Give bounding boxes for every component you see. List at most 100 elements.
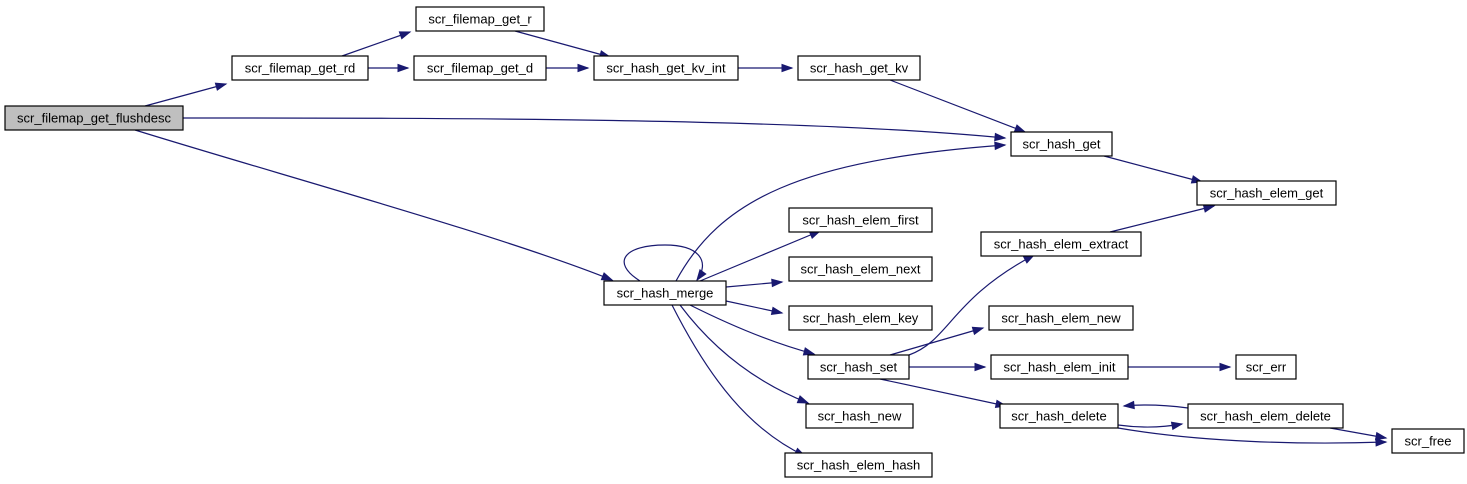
edge-elem-delete-to-free: [1329, 427, 1388, 441]
node-get-d[interactable]: scr_filemap_get_d: [413, 55, 547, 81]
node-free[interactable]: scr_free: [1391, 428, 1465, 454]
edge-line: [679, 304, 809, 404]
arrowhead-icon: [1013, 124, 1027, 133]
node-label: scr_filemap_get_r: [428, 12, 532, 27]
function-nodes: scr_filemap_get_flushdesc scr_filemap_get…: [4, 6, 1465, 478]
node-elem-extract[interactable]: scr_hash_elem_extract: [980, 231, 1142, 257]
node-label: scr_filemap_get_flushdesc: [17, 111, 171, 126]
edge-line: [889, 79, 1026, 133]
arrowhead-icon: [770, 306, 784, 316]
edge-merge-to-hash-set: [689, 304, 816, 356]
arrowhead-icon: [1202, 204, 1216, 213]
arrowhead-icon: [802, 347, 816, 356]
edge-hash-delete-to-elem-delete: [1117, 421, 1184, 431]
node-get-kv[interactable]: scr_hash_get_kv: [797, 55, 921, 81]
edge-merge-to-hash-new: [679, 304, 810, 404]
arrowhead-icon: [974, 362, 987, 372]
node-label: scr_hash_elem_extract: [994, 237, 1129, 252]
node-box: [988, 305, 1134, 331]
node-elem-first[interactable]: scr_hash_elem_first: [788, 207, 933, 233]
arrowhead-icon: [577, 63, 590, 73]
arrowhead-icon: [771, 278, 784, 288]
edge-line: [879, 378, 1007, 407]
node-get-r[interactable]: scr_filemap_get_r: [415, 6, 545, 32]
arrowhead-icon: [397, 63, 410, 73]
edge-line: [341, 31, 411, 57]
node-elem-new[interactable]: scr_hash_elem_new: [988, 305, 1134, 331]
node-label: scr_hash_get_kv_int: [606, 61, 726, 76]
arrowhead-icon: [1122, 400, 1135, 410]
edge-flushdesc-to-merge: [134, 129, 614, 281]
node-box: [603, 280, 727, 306]
node-box: [593, 55, 739, 81]
node-label: scr_hash_get: [1022, 137, 1100, 152]
edge-hash-set-to-elem-init: [909, 362, 987, 372]
edge-get-d-to-kv-int: [546, 63, 590, 73]
edge-hash-delete-to-free: [1117, 427, 1388, 447]
node-label: scr_hash_elem_init: [1003, 360, 1115, 375]
node-elem-init[interactable]: scr_hash_elem_init: [990, 354, 1129, 380]
edge-get-kv-to-hash-get: [889, 79, 1027, 133]
edge-merge-to-merge: [623, 244, 707, 282]
node-label: scr_hash_merge: [617, 286, 714, 301]
arrowhead-icon: [1375, 438, 1388, 447]
node-merge[interactable]: scr_hash_merge: [603, 280, 727, 306]
node-box: [784, 452, 933, 478]
arrowhead-icon: [971, 326, 985, 336]
node-box: [807, 354, 910, 380]
node-box: [1235, 354, 1297, 380]
node-kv-int[interactable]: scr_hash_get_kv_int: [593, 55, 739, 81]
edge-merge-to-elem-next: [725, 278, 784, 288]
edge-flushdesc-to-hash-get: [182, 117, 1007, 142]
node-elem-next[interactable]: scr_hash_elem_next: [788, 256, 933, 282]
node-label: scr_hash_set: [820, 360, 898, 375]
edge-line: [1109, 205, 1215, 233]
edge-line: [671, 304, 806, 457]
node-label: scr_hash_elem_first: [802, 213, 919, 228]
node-box: [1196, 180, 1337, 206]
node-label: scr_filemap_get_rd: [245, 61, 356, 76]
node-label: scr_hash_elem_new: [1001, 311, 1121, 326]
node-hash-set[interactable]: scr_hash_set: [807, 354, 910, 380]
node-box: [415, 6, 545, 32]
edge-line: [675, 144, 1006, 282]
node-hash-get[interactable]: scr_hash_get: [1010, 131, 1113, 157]
node-get-rd[interactable]: scr_filemap_get_rd: [231, 55, 369, 81]
arrowhead-icon: [796, 395, 810, 404]
node-hash-delete[interactable]: scr_hash_delete: [999, 403, 1119, 429]
node-elem-get[interactable]: scr_hash_elem_get: [1196, 180, 1337, 206]
edge-line: [134, 129, 613, 281]
arrowhead-icon: [696, 268, 707, 282]
edge-get-rd-to-get-r: [341, 31, 412, 57]
node-box: [797, 55, 921, 81]
node-elem-delete[interactable]: scr_hash_elem_delete: [1187, 403, 1344, 429]
node-label: scr_filemap_get_d: [427, 61, 533, 76]
node-box: [1010, 131, 1113, 157]
node-box: [788, 256, 933, 282]
node-box: [980, 231, 1142, 257]
node-label: scr_hash_new: [818, 409, 902, 424]
edge-elem-extract-to-elem-get: [1109, 204, 1216, 233]
node-box: [1187, 403, 1344, 429]
edge-merge-to-hash-get: [675, 141, 1007, 282]
edge-line: [699, 230, 821, 282]
node-box: [231, 55, 369, 81]
node-label: scr_hash_elem_get: [1210, 186, 1324, 201]
node-box: [788, 305, 933, 331]
node-err[interactable]: scr_err: [1235, 354, 1297, 380]
node-label: scr_hash_elem_next: [801, 262, 921, 277]
call-edges: [134, 30, 1388, 457]
node-flushdesc[interactable]: scr_filemap_get_flushdesc: [4, 105, 184, 131]
edge-kv-int-to-get-kv: [738, 63, 794, 73]
node-elem-key[interactable]: scr_hash_elem_key: [788, 305, 933, 331]
node-hash-new[interactable]: scr_hash_new: [805, 403, 914, 429]
arrowhead-icon: [781, 63, 794, 73]
edge-merge-to-elem-key: [725, 300, 784, 316]
arrowhead-icon: [1170, 421, 1184, 431]
node-elem-hash[interactable]: scr_hash_elem_hash: [784, 452, 933, 478]
edge-elem-init-to-err: [1128, 362, 1232, 372]
edge-line: [908, 254, 1035, 356]
node-label: scr_free: [1405, 434, 1452, 449]
arrowhead-icon: [1374, 431, 1388, 441]
